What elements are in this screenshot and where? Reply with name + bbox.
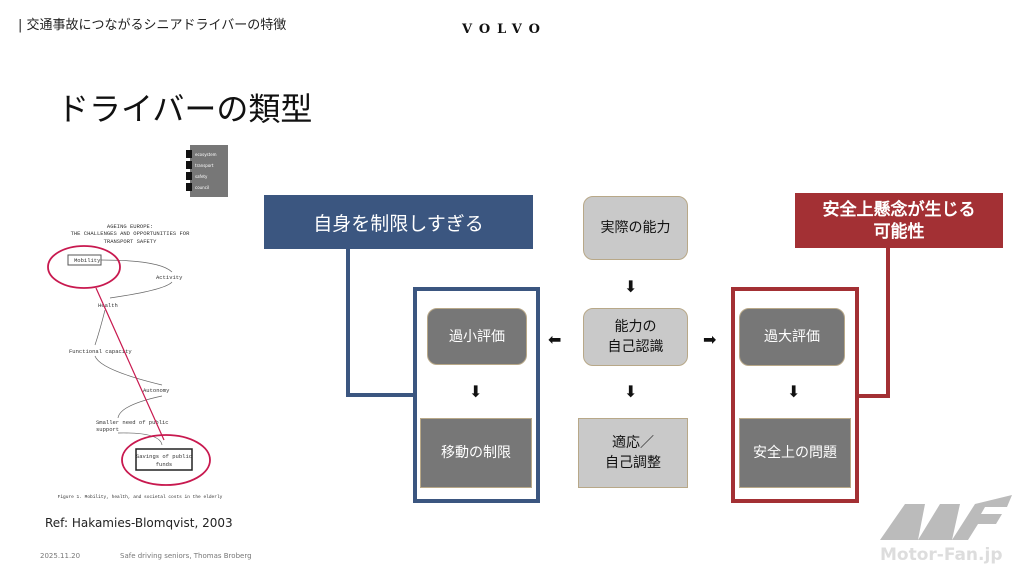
node: funds xyxy=(156,461,173,468)
self-awareness-box: 能力の 自己認識 xyxy=(583,308,688,366)
legend-item: transport xyxy=(195,163,214,168)
node: Savings of public xyxy=(136,453,192,460)
mobility-restriction-box: 移動の制限 xyxy=(420,418,532,488)
footer-date: 2025.11.20 xyxy=(40,552,81,560)
figure-caption: Figure 1. Mobility, health, and societal… xyxy=(58,494,223,500)
node: Activity xyxy=(156,274,183,281)
node: support xyxy=(96,426,119,433)
red-connector xyxy=(886,248,890,398)
legend-item: ecosystem xyxy=(195,152,217,157)
node: Autonomy xyxy=(143,387,170,394)
arrow-right-icon: ➡ xyxy=(703,330,717,349)
arrow-down-icon: ⬇ xyxy=(469,382,483,401)
page-title: ドライバーの類型 xyxy=(57,90,313,128)
overestimate-box: 過大評価 xyxy=(739,308,845,366)
arrow-down-icon: ⬇ xyxy=(787,382,801,401)
section-header: | 交通事故につながるシニアドライバーの特徴 xyxy=(18,18,287,33)
legend-item: safety xyxy=(195,174,208,179)
footer-note: Safe driving seniors, Thomas Broberg xyxy=(120,552,252,560)
red-connector xyxy=(856,394,890,398)
overestimate-frame xyxy=(731,287,859,503)
figure-legend-panel xyxy=(190,145,228,197)
figure-title: TRANSPORT SAFETY xyxy=(104,238,158,245)
arrow-down-icon: ⬇ xyxy=(624,277,638,296)
ageing-europe-figure: ecosystem transport safety council AGEIN… xyxy=(47,145,228,500)
reference: Ref: Hakamies-Blomqvist, 2003 xyxy=(45,516,233,530)
node: Functional capacity xyxy=(69,348,132,355)
underestimate-frame xyxy=(413,287,540,503)
adaptation-box: 適応／ 自己調整 xyxy=(578,418,688,488)
blue-connector xyxy=(346,249,350,397)
volvo-logo: VOLVO xyxy=(462,22,547,37)
arrow-down-icon: ⬇ xyxy=(624,382,638,401)
node: Health xyxy=(98,302,118,309)
safety-concern-label: 安全上懸念が生じる 可能性 xyxy=(795,193,1003,248)
safety-problem-box: 安全上の問題 xyxy=(739,418,851,488)
arrow-left-icon: ⬅ xyxy=(548,330,562,349)
node: Mobility xyxy=(74,257,101,264)
figure-title: THE CHALLENGES AND OPPORTUNITIES FOR xyxy=(71,230,191,237)
figure-title: AGEING EUROPE: xyxy=(107,223,153,230)
underestimate-box: 過小評価 xyxy=(427,308,527,365)
legend-item: council xyxy=(195,185,209,190)
motor-fan-logo-icon xyxy=(880,495,1012,540)
node: Smaller need of public xyxy=(96,419,169,426)
over-restrict-label: 自身を制限しすぎる xyxy=(264,195,533,249)
actual-ability-box: 実際の能力 xyxy=(583,196,688,260)
watermark-text: Motor-Fan.jp xyxy=(880,545,1003,565)
blue-connector xyxy=(346,393,414,397)
